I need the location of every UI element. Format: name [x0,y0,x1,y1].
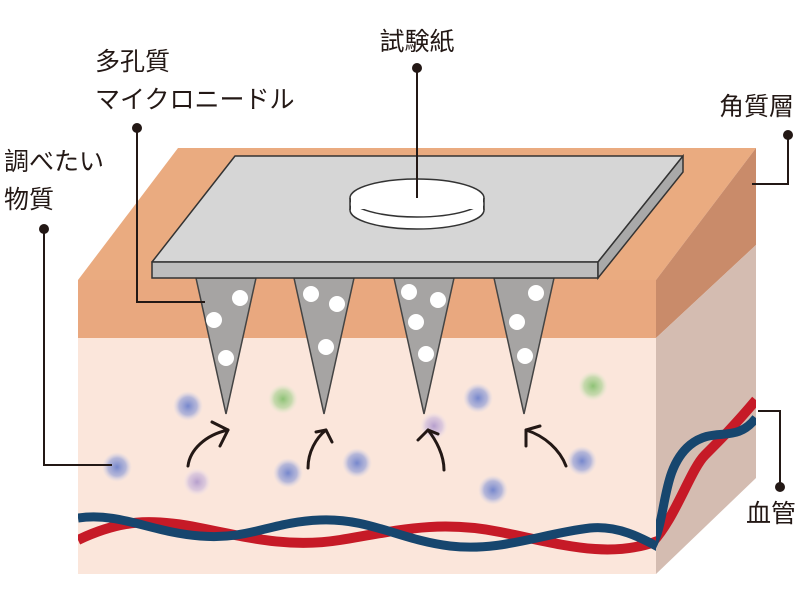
stratum-corneum-right [656,148,756,338]
microneedle-2 [293,277,355,415]
label-microneedle-line1: 多孔質 [95,47,170,76]
labels: 試験紙 多孔質 マイクロニードル 角質層 調べたい 物質 血管 [4,27,796,528]
molecule-blue [173,391,203,421]
label-stratum-corneum: 角質層 [719,92,794,121]
label-microneedle-line2: マイクロニードル [95,85,295,114]
molecule-green [268,384,298,414]
molecule-blue [463,383,493,413]
leader-target-substance [43,229,112,466]
leader-blood-vessel [758,410,781,487]
molecule-blue [273,458,303,488]
artery-side [656,396,756,549]
uptake-arrow-3 [416,428,446,472]
leader-lines [39,63,793,492]
microneedle-1 [195,277,257,415]
plate-front [151,261,599,279]
uptake-arrow-4 [524,424,568,468]
leader-microneedle [136,128,205,303]
label-target-line1: 調べたい [4,147,104,176]
uptake-arrow-1 [186,420,230,468]
molecule-blue [342,448,372,478]
vein-side [656,415,756,553]
microneedle-3 [393,277,455,415]
molecule-blue [102,452,132,482]
artery-front [78,517,656,555]
blood-vessels [78,396,756,555]
plate-side [597,153,684,281]
target-molecules [102,371,608,505]
stratum-corneum-front [78,280,656,338]
molecule-purple [183,468,211,496]
label-test-paper: 試験紙 [379,27,454,56]
label-target-line2: 物質 [4,185,54,214]
molecule-blue [478,475,508,505]
uptake-arrows [186,420,568,472]
molecule-blue [567,446,597,476]
uptake-arrow-2 [306,428,334,470]
microneedles [195,277,555,415]
vein-front [78,512,656,552]
label-blood-vessel: 血管 [746,499,796,528]
leader-stratum [752,135,789,185]
molecule-green [578,371,608,401]
